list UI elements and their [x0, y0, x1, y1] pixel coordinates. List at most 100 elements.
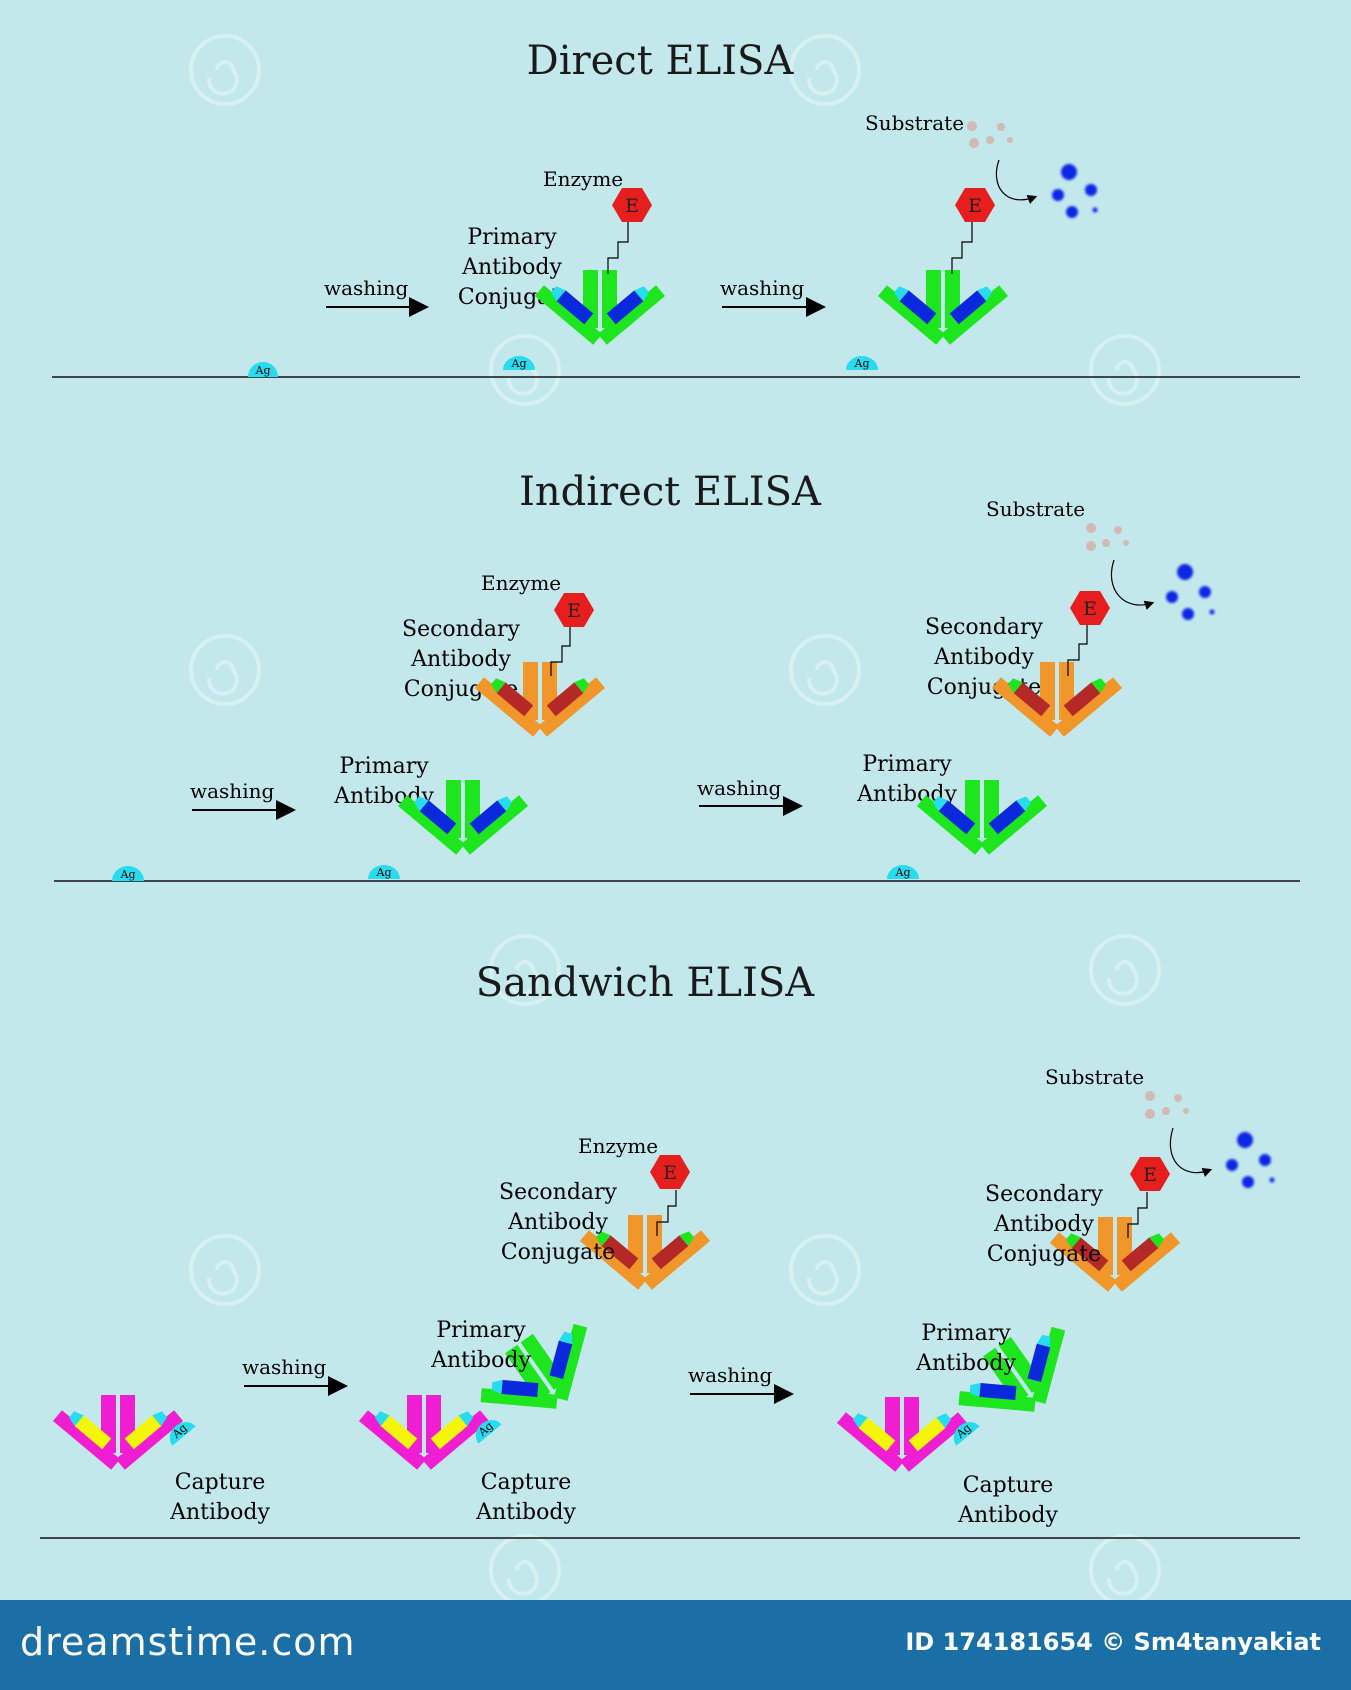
- secondary-antibody-shape: [579, 1215, 711, 1290]
- svg-text:E: E: [663, 1162, 677, 1184]
- antibody-arm: [836, 1412, 905, 1472]
- capture-antibody-shape: [836, 1397, 968, 1472]
- antibody-arm: [534, 285, 603, 345]
- antigen: Ag: [503, 356, 535, 370]
- primary-label-line1: Primary: [862, 752, 952, 777]
- enzyme-hexagon: E: [1130, 1157, 1170, 1191]
- direct-elisa-panel: Direct ELISA Ag washing Enzyme Primary A…: [52, 38, 1300, 378]
- conversion-arrow: [1110, 559, 1155, 610]
- watermark-layer: [189, 34, 1161, 1600]
- footer-brand[interactable]: dreamstime.com: [20, 1620, 356, 1664]
- primary-antibody-conjugate: Ag E: [846, 188, 1009, 370]
- sandwich-title: Sandwich ELISA: [476, 960, 815, 1006]
- washing-label: washing: [720, 276, 804, 300]
- conjugate-label-line1: Secondary: [985, 1182, 1104, 1207]
- antibody-arm: [940, 285, 1009, 345]
- secondary-antibody-shape: [991, 662, 1123, 737]
- primary-label-line2: Antibody: [915, 1351, 1016, 1376]
- enzyme-linker: [1127, 1192, 1148, 1238]
- svg-text:Ag: Ag: [255, 364, 271, 377]
- secondary-antibody-conjugate: E: [579, 1155, 711, 1290]
- conjugate-label-line2: Antibody: [933, 645, 1034, 670]
- conjugate-label-line1: Secondary: [499, 1180, 618, 1205]
- antigen: Ag: [846, 356, 878, 370]
- svg-text:E: E: [625, 195, 639, 217]
- secondary-antibody-conjugate: E: [991, 591, 1123, 737]
- svg-text:Ag: Ag: [854, 357, 870, 370]
- primary-antibody: [480, 1323, 588, 1409]
- antibody-arm: [899, 1412, 968, 1472]
- secondary-antibody-conjugate: E: [474, 593, 606, 737]
- colored-product-dots: [1226, 1132, 1275, 1188]
- primary-label-line2: Antibody: [430, 1348, 531, 1373]
- antigen: Ag: [248, 362, 278, 377]
- antibody-arm: [991, 677, 1060, 737]
- primary-antibody-shape: [480, 1323, 588, 1409]
- capture-antibody-shape: [52, 1395, 184, 1470]
- antibody-arm: [474, 677, 543, 737]
- antibody-arm: [597, 285, 666, 345]
- secondary-antibody-shape: [474, 662, 606, 737]
- conjugate-label-line2: Antibody: [410, 647, 511, 672]
- enzyme-hexagon: E: [554, 593, 594, 627]
- washing-label: washing: [242, 1355, 326, 1379]
- capture-label-line1: Capture: [963, 1473, 1054, 1498]
- antibody-arm: [52, 1410, 121, 1470]
- primary-antibody-shape: [397, 780, 529, 855]
- primary-antibody: Ag: [887, 780, 1048, 879]
- svg-text:Ag: Ag: [120, 868, 136, 881]
- primary-antibody-shape: [916, 780, 1048, 855]
- conjugate-label-line3: Conjugate: [501, 1240, 615, 1265]
- antibody-arm: [877, 285, 946, 345]
- indirect-title: Indirect ELISA: [519, 469, 822, 515]
- capture-antibody: Ag: [52, 1395, 196, 1470]
- substrate-dots: [1145, 1091, 1189, 1119]
- enzyme-linker: [607, 222, 629, 274]
- elisa-diagram: Direct ELISA Ag washing Enzyme Primary A…: [40, 34, 1300, 1600]
- substrate-dots: [967, 121, 1013, 148]
- enzyme-linker: [1067, 624, 1088, 676]
- antibody-arm: [642, 1230, 711, 1290]
- capture-antibody: Ag: [358, 1395, 502, 1470]
- capture-antibody-shape: [358, 1395, 490, 1470]
- secondary-antibody-shape: [1049, 1217, 1181, 1292]
- washing-label: washing: [688, 1363, 772, 1387]
- washing-label: washing: [324, 276, 408, 300]
- enzyme-label: Enzyme: [578, 1134, 658, 1158]
- sandwich-elisa-panel: Sandwich ELISA Ag Capture Antibody washi…: [40, 960, 1300, 1539]
- primary-antibody: Ag: [368, 780, 529, 879]
- antigen: Ag: [887, 865, 919, 879]
- conjugate-label-line1: Secondary: [402, 617, 521, 642]
- antibody-arm: [1049, 1232, 1118, 1292]
- footer-image-id: ID 174181654 © Sm4tanyakiat: [905, 1628, 1321, 1656]
- antibody-arm: [397, 795, 466, 855]
- antigen: Ag: [112, 866, 144, 881]
- enzyme-linker: [951, 222, 973, 274]
- conjugate-label-line3: Conjugate: [987, 1242, 1101, 1267]
- enzyme-hexagon: E: [612, 188, 652, 222]
- svg-text:E: E: [1143, 1164, 1157, 1186]
- antibody-arm: [1027, 1326, 1066, 1404]
- antibody-arm: [537, 677, 606, 737]
- svg-text:E: E: [567, 600, 581, 622]
- antibody-arm: [1054, 677, 1123, 737]
- substrate-label: Substrate: [865, 111, 964, 135]
- antigen: Ag: [368, 865, 400, 879]
- svg-text:E: E: [1083, 598, 1097, 620]
- capture-label-line1: Capture: [481, 1470, 572, 1495]
- capture-label-line1: Capture: [175, 1470, 266, 1495]
- indirect-elisa-panel: Indirect ELISA Ag washing Primary Antibo…: [54, 469, 1300, 882]
- primary-label-line1: Primary: [921, 1321, 1011, 1346]
- enzyme-hexagon: E: [1070, 591, 1110, 625]
- primary-antibody-shape: [958, 1326, 1066, 1412]
- conjugate-label-line1: Primary: [467, 225, 557, 250]
- antibody-arm: [549, 1323, 588, 1401]
- primary-antibody-shape: [877, 270, 1009, 345]
- primary-antibody-conjugate: Ag E: [503, 188, 666, 370]
- antibody-arm: [460, 795, 529, 855]
- antibody-arm: [916, 795, 985, 855]
- washing-label: washing: [190, 779, 274, 803]
- diagram-canvas: Direct ELISA Ag washing Enzyme Primary A…: [40, 34, 1300, 1600]
- primary-antibody-shape: [534, 270, 666, 345]
- antibody-arm: [958, 1382, 1036, 1412]
